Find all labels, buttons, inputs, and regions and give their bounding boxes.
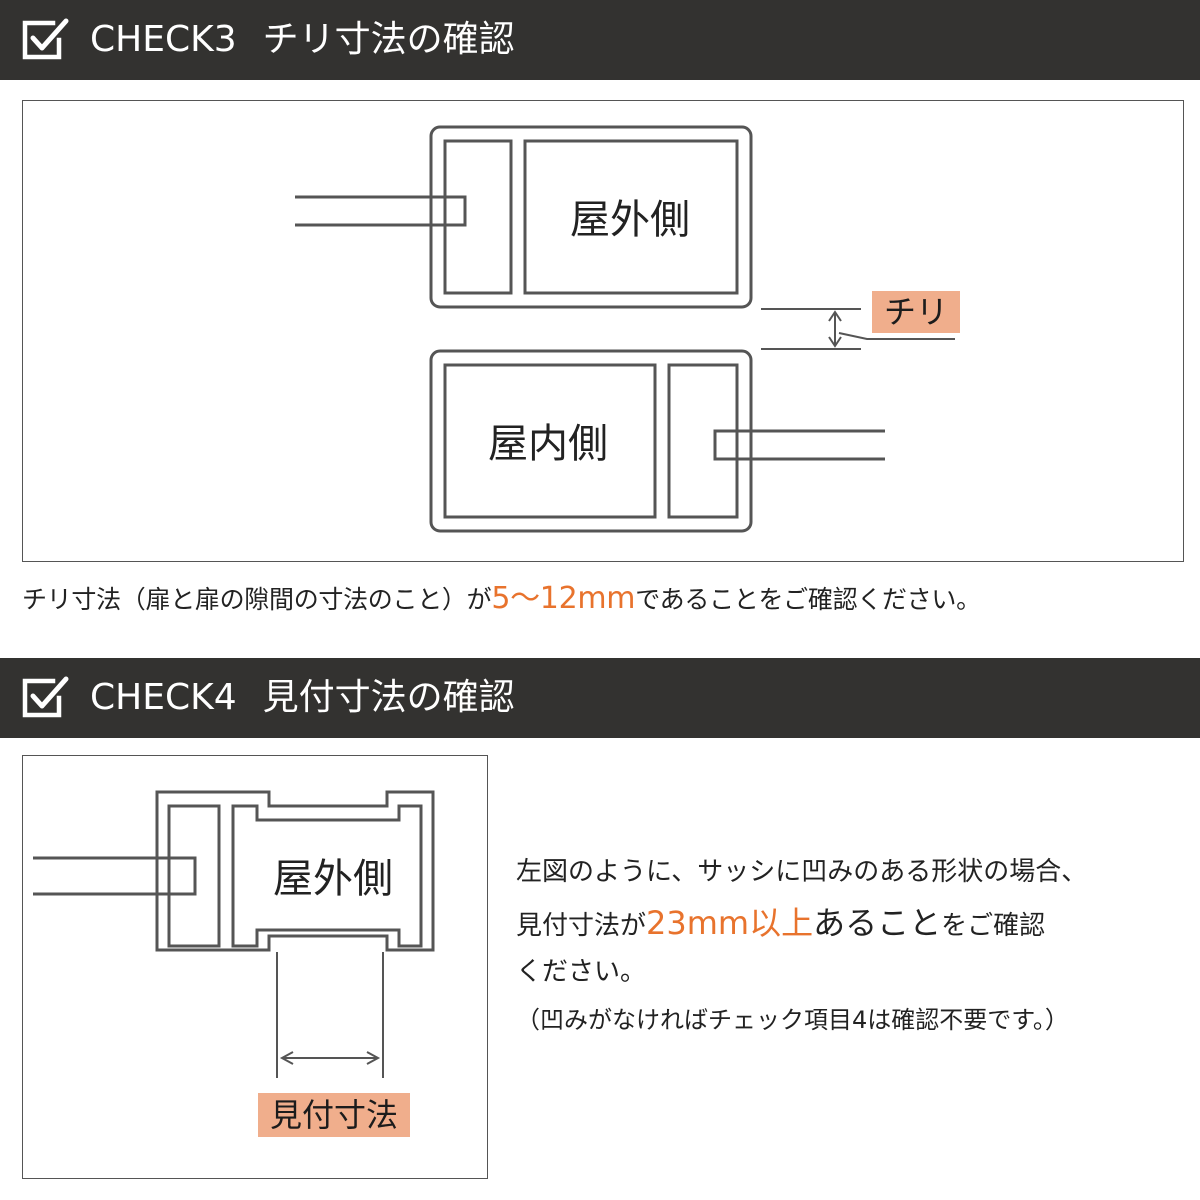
check4-outdoor-label: 屋外側 bbox=[273, 856, 393, 902]
check4-description-line1: 左図のように、サッシに凹みのある形状の場合、 bbox=[516, 857, 1088, 887]
check3-caption-highlight: 5～12mm bbox=[491, 581, 636, 616]
check4-description-note: （凹みがなければチェック項目4は確認不要です。） bbox=[516, 1006, 1069, 1034]
check3-caption-suffix: であることをご確認ください。 bbox=[635, 585, 981, 614]
check4-line2-big: あること bbox=[813, 904, 942, 942]
check4-description-line2: 見付寸法が23mm以上あることをご確認 bbox=[516, 898, 1045, 948]
check3-title-code: CHECK3 bbox=[90, 19, 237, 60]
check4-title-text: 見付寸法の確認 bbox=[262, 677, 515, 718]
check3-caption-prefix: チリ寸法（扉と扉の隙間の寸法のこと）が bbox=[22, 585, 492, 614]
check4-header: CHECK4 見付寸法の確認 bbox=[0, 658, 1200, 738]
check4-line2-suffix: をご確認 bbox=[941, 911, 1046, 941]
check4-title-code: CHECK4 bbox=[90, 677, 237, 718]
check3-outdoor-label: 屋外側 bbox=[570, 197, 690, 243]
check4-width-tag: 見付寸法 bbox=[258, 1093, 410, 1137]
check3-title-text: チリ寸法の確認 bbox=[262, 19, 515, 60]
check4-line2-highlight: 23mm以上 bbox=[646, 904, 814, 942]
checkbox-check-icon bbox=[22, 18, 69, 60]
check4-title: CHECK4 見付寸法の確認 bbox=[90, 658, 515, 738]
check3-header: CHECK3 チリ寸法の確認 bbox=[0, 0, 1200, 80]
check3-diagram: 屋外側 屋内側 bbox=[22, 100, 1184, 562]
checkbox-check-icon bbox=[22, 676, 69, 718]
check3-title: CHECK3 チリ寸法の確認 bbox=[90, 0, 515, 80]
check3-gap-tag: チリ bbox=[872, 291, 960, 333]
check3-caption: チリ寸法（扉と扉の隙間の寸法のこと）が5～12mmであることをご確認ください。 bbox=[22, 574, 981, 624]
check3-indoor-label: 屋内側 bbox=[488, 421, 608, 467]
check4-line2-prefix: 見付寸法が bbox=[516, 911, 647, 941]
check4-diagram: 屋外側 bbox=[22, 755, 488, 1179]
check4-diagram-drawing: 屋外側 bbox=[33, 790, 435, 1078]
check3-diagram-drawing: 屋外側 屋内側 bbox=[295, 125, 955, 533]
check4-description-line3: ください。 bbox=[516, 957, 647, 987]
